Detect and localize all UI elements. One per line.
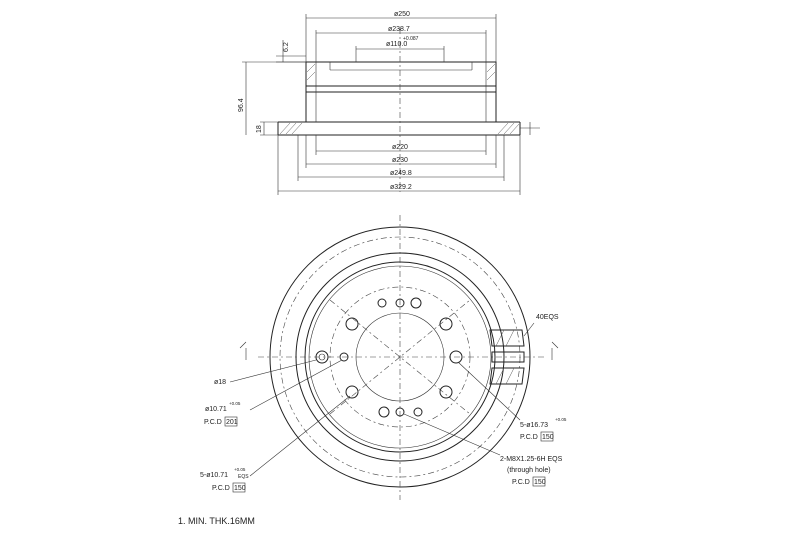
label-five-1071: 5-ø10.71 bbox=[200, 472, 228, 479]
dim-h964: 96.4 bbox=[238, 98, 245, 112]
flange-hatch-left bbox=[279, 122, 303, 135]
label-through-hole: (through hole) bbox=[507, 467, 551, 474]
hole-d18 bbox=[315, 350, 329, 364]
dim-h62: 6.2 bbox=[283, 42, 290, 52]
flange-hatch-right bbox=[497, 122, 520, 135]
dim-d220: ø220 bbox=[392, 144, 408, 151]
label-d1071-tol: +0.05 bbox=[229, 401, 241, 406]
label-m8: 2-M8X1.25-6H EQS bbox=[500, 456, 563, 463]
label-pcd150a: P.C.D bbox=[212, 485, 230, 492]
label-pcd201: P.C.D bbox=[204, 419, 222, 426]
label-d18: ø18 bbox=[214, 379, 226, 386]
wall-hatch bbox=[306, 63, 496, 81]
dim-d250: ø250 bbox=[394, 11, 410, 18]
label-d1071: ø10.71 bbox=[205, 406, 227, 413]
label-pcd150c: P.C.D bbox=[512, 479, 530, 486]
dim-d110-tol: +0.087 bbox=[403, 36, 419, 42]
dim-d329: ø329.2 bbox=[390, 184, 412, 191]
label-40eqs: 40EQS bbox=[536, 314, 559, 321]
label-five-1071-tol: +0.05 bbox=[234, 467, 246, 472]
label-pcd201-box: 201 bbox=[226, 419, 238, 426]
side-view: ø250 ø238.7 ø110.0 +0.087 ø220 ø230 ø249… bbox=[238, 11, 540, 195]
label-five-1673-tol: +0.05 bbox=[555, 417, 567, 422]
dim-d110: ø110.0 bbox=[386, 41, 407, 48]
note-min-thickness: 1. MIN. THK.16MM bbox=[178, 516, 255, 526]
front-view bbox=[229, 215, 559, 500]
label-eqs: EQS bbox=[238, 474, 249, 480]
label-pcd150b: P.C.D bbox=[520, 434, 538, 441]
dim-d249: ø249.8 bbox=[390, 170, 412, 177]
label-five-1673: 5-ø16.73 bbox=[520, 422, 548, 429]
label-pcd150c-box: 150 bbox=[534, 479, 546, 486]
dim-h18: 18 bbox=[256, 125, 263, 133]
dim-d238: ø238.7 bbox=[388, 26, 410, 33]
dim-d230: ø230 bbox=[392, 157, 408, 164]
vent-slots bbox=[489, 329, 525, 385]
label-pcd150a-box: 150 bbox=[234, 485, 246, 492]
label-pcd150b-box: 150 bbox=[542, 434, 554, 441]
